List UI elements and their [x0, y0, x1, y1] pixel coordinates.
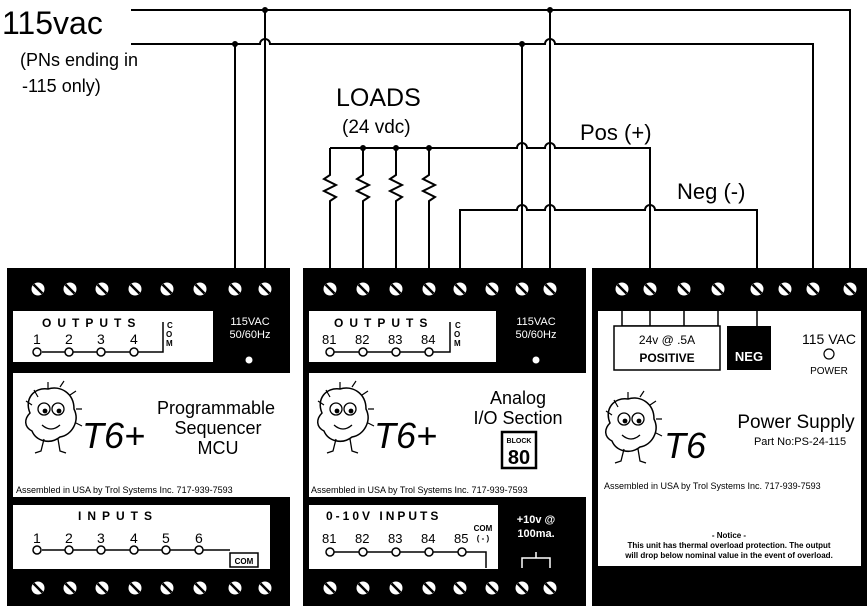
- analog-inputs-com-1: COM: [474, 524, 493, 533]
- analog-output-82: 82: [355, 332, 369, 347]
- mcu-name-3: MCU: [198, 438, 239, 458]
- loads-subtitle: (24 vdc): [342, 117, 411, 138]
- psu-vac-label: 115 VAC: [802, 331, 856, 347]
- analog-input-83: 83: [388, 531, 402, 546]
- mcu-output-1: 1: [33, 331, 41, 347]
- mcu-power-label-2: 50/60Hz: [230, 329, 271, 341]
- psu-neg-box: [727, 326, 771, 370]
- mcu-com-m: M: [166, 339, 173, 348]
- analog-com-o: O: [454, 330, 460, 339]
- analog-input-82: 82: [355, 531, 369, 546]
- analog-name-2: I/O Section: [473, 408, 562, 428]
- analog-input-85: 85: [454, 531, 468, 546]
- block-number: 80: [508, 447, 530, 469]
- mcu-power-label-1: 115VAC: [230, 316, 269, 328]
- analog-com-m: M: [454, 339, 461, 348]
- psu-positive-box: [613, 325, 721, 371]
- supply-note-line1: (PNs ending in: [20, 50, 138, 70]
- analog-ref-2: 100ma.: [517, 528, 554, 540]
- psu-notice-line1: This unit has thermal overload protectio…: [627, 541, 830, 550]
- psu-logo-text: T6: [664, 425, 707, 466]
- pos-label: Pos (+): [580, 120, 652, 145]
- analog-name-1: Analog: [490, 388, 546, 408]
- analog-output-81: 81: [322, 332, 336, 347]
- mcu-output-4: 4: [130, 331, 138, 347]
- psu-notice-line2: will drop below nominal value in the eve…: [624, 551, 833, 560]
- analog-outputs-title: OUTPUTS: [334, 316, 433, 330]
- mcu-output-2: 2: [65, 331, 73, 347]
- mcu-name-2: Sequencer: [174, 418, 261, 438]
- psu-neg-label: NEG: [735, 349, 763, 364]
- mcu-power-led: [245, 356, 253, 364]
- mcu-input-6: 6: [195, 530, 203, 546]
- mcu-module: OUTPUTS C O M 1 2 3 4 115VAC 50/60Hz T6+…: [7, 268, 290, 606]
- analog-power-label-1: 115VAC: [516, 316, 555, 328]
- psu-part-number: Part No:PS-24-115: [754, 436, 846, 448]
- analog-inputs-com-2: ( - ): [477, 534, 490, 543]
- mcu-input-1: 1: [33, 530, 41, 546]
- wires: [131, 9, 851, 268]
- supply-note-line2: -115 only): [22, 76, 101, 96]
- psu-pos-rating: 24v @ .5A: [639, 333, 695, 347]
- analog-assembled: Assembled in USA by Trol Systems Inc. 71…: [311, 485, 528, 495]
- block-label: BLOCK: [507, 438, 532, 445]
- analog-input-84: 84: [421, 531, 435, 546]
- mcu-input-2: 2: [65, 530, 73, 546]
- analog-logo-text: T6+: [374, 415, 437, 456]
- mcu-input-5: 5: [162, 530, 170, 546]
- mcu-assembled: Assembled in USA by Trol Systems Inc. 71…: [16, 485, 233, 495]
- block-badge: [500, 430, 538, 470]
- psu-power-label: POWER: [810, 366, 848, 377]
- analog-com-c: C: [455, 321, 461, 330]
- mcu-com-c: C: [167, 321, 173, 330]
- psu-positive-label: POSITIVE: [639, 351, 694, 365]
- mcu-com-o: O: [166, 330, 172, 339]
- supply-voltage-label: 115vac: [2, 5, 103, 41]
- mcu-input-4: 4: [130, 530, 138, 546]
- mcu-input-3: 3: [97, 530, 105, 546]
- mcu-outputs-title: OUTPUTS: [42, 316, 141, 330]
- mcu-logo-text: T6+: [82, 415, 145, 456]
- psu-notice-title: - Notice -: [712, 531, 747, 540]
- psu-name: Power Supply: [737, 412, 855, 433]
- loads-title: LOADS: [336, 84, 421, 112]
- psu-module: 24v @ .5A POSITIVE NEG 115 VAC POWER T6 …: [592, 268, 867, 606]
- analog-power-led: [532, 356, 540, 364]
- analog-output-84: 84: [421, 332, 435, 347]
- analog-ref-1: +10v @: [517, 514, 556, 526]
- mcu-inputs-com: COM: [235, 557, 254, 566]
- analog-power-label-2: 50/60Hz: [516, 329, 557, 341]
- analog-inputs-title: 0-10V INPUTS: [326, 509, 441, 523]
- analog-output-83: 83: [388, 332, 402, 347]
- mcu-name-1: Programmable: [157, 398, 275, 418]
- mcu-output-3: 3: [97, 331, 105, 347]
- neg-label: Neg (-): [677, 179, 745, 204]
- analog-module: OUTPUTS C O M 81 82 83 84 115VAC 50/60Hz…: [303, 268, 586, 606]
- psu-assembled: Assembled in USA by Trol Systems Inc. 71…: [604, 481, 821, 491]
- mcu-inputs-title: INPUTS: [78, 509, 158, 523]
- analog-input-81: 81: [322, 531, 336, 546]
- psu-power-led: [823, 348, 835, 360]
